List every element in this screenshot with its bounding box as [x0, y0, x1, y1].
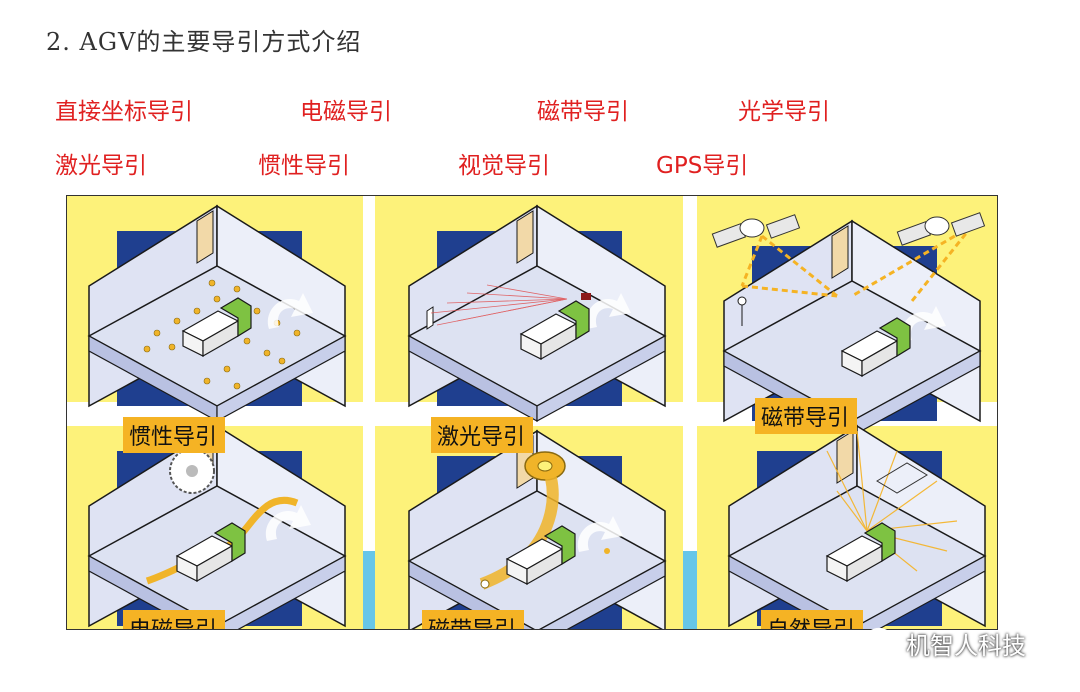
guidance-illustration-art	[67, 196, 997, 629]
panel-label-electromagnetic: 电磁导引	[123, 610, 226, 629]
method-laser: 激光导引	[55, 153, 147, 179]
method-visual: 视觉导引	[458, 153, 550, 179]
panel-label-tape-bottom: 磁带导引	[422, 610, 525, 629]
watermark-text: 机智人科技	[906, 632, 1026, 660]
wechat-icon	[865, 627, 900, 661]
method-magnetic-tape: 磁带导引	[537, 99, 629, 125]
guidance-illustration: 惯性导引 激光导引 磁带导引 电磁导引 磁带导引 自然导引	[66, 195, 998, 630]
method-gps: GPS导引	[656, 153, 749, 179]
panel-label-natural: 自然导引	[761, 610, 864, 629]
panel-label-tape-top: 磁带导引	[755, 398, 858, 434]
panel-label-laser: 激光导引	[431, 417, 534, 453]
method-direct-coordinate: 直接坐标导引	[55, 99, 193, 125]
method-electromagnetic: 电磁导引	[300, 99, 392, 125]
panel-label-inertial: 惯性导引	[123, 417, 226, 453]
watermark: 机智人科技	[865, 626, 1026, 661]
method-inertial: 惯性导引	[258, 153, 350, 179]
section-heading: 2. AGV的主要导引方式介绍	[46, 28, 362, 56]
method-optical: 光学导引	[738, 99, 830, 125]
